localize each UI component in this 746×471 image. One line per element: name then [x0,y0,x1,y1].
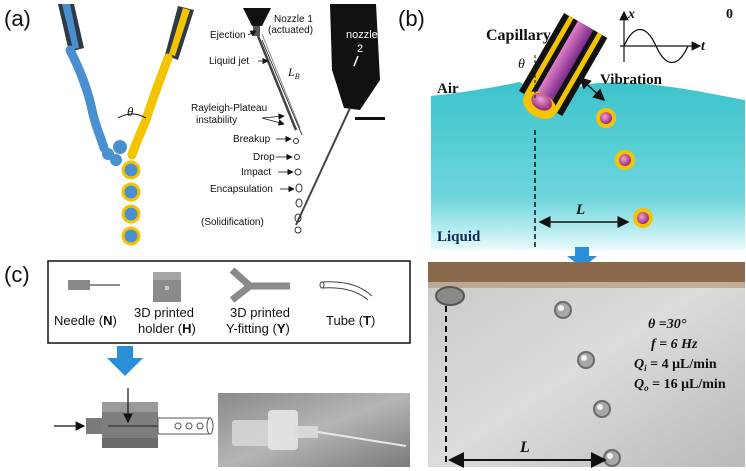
yellow-nozzle [127,6,194,160]
components-box [47,260,411,344]
panel-b-down-arrow [567,247,597,268]
parameters: θ =30° f = 6 Hz Qi = 4 μL/min Qo = 16 μL… [634,317,726,393]
panel-c: (c) Needle (N) 3D printed holder (H) 3D [4,260,411,467]
capillary [519,13,608,119]
encapsulated-drops [121,160,141,246]
annot-breakup: Breakup [233,134,271,145]
annotations: Ejection Liquid jet Rayleigh-Plateau ins… [191,30,295,228]
l-label-top: L [575,202,585,218]
tube-label: Tube (T) [326,313,375,328]
annot-encapsulation: Encapsulation [210,184,273,195]
nozzle-2-number: 2 [357,43,363,55]
panel-a-label: (a) [4,6,31,31]
scale-bar [355,117,385,120]
annot-solidification: (Solidification) [201,217,264,228]
capillary-label: Capillary [486,27,551,44]
panel-b: (b) 0 Air Liquid Capillary θ Vibration x [398,6,745,468]
encapsulated-particles [596,108,653,228]
param-f: f = 6 Hz [651,337,698,352]
annot-instability: instability [196,115,237,126]
axis-t-label: t [701,39,706,54]
annot-drop: Drop [253,152,275,163]
panel-a: (a) θ [4,4,385,246]
assembly-drawing [54,388,214,448]
param-qo: Qo = 16 μL/min [634,377,726,393]
param-theta: θ =30° [648,317,687,332]
microscope-photo [428,262,745,468]
theta-arc [117,113,147,119]
yfitting-label-2: Y-fitting (Y) [226,321,290,336]
panel-c-label: (c) [4,262,30,287]
liquid-bath [431,82,745,250]
needle-drawing [68,280,120,290]
nozzle-1-label: Nozzle 1 [274,14,313,25]
theta-label-b: θ [518,57,525,72]
y-fitting-drawing [229,267,290,303]
annot-liquid-jet: Liquid jet [209,56,249,67]
theta-label-a: θ [127,104,134,119]
holder-label-2: holder (H) [138,321,196,336]
vibration-arrow [578,76,606,102]
holder-label-1: 3D printed [134,305,194,320]
nozzle-2-arrow [348,55,360,78]
yfitting-label-1: 3D printed [230,305,290,320]
param-qi: Qi = 4 μL/min [634,357,717,373]
panel-b-corner: 0 [726,7,733,22]
assembly-photo [218,393,410,467]
holder-drawing [153,272,181,302]
blue-nozzle [58,4,127,166]
l-label-photo: L [519,439,530,456]
liquid-label: Liquid [437,229,481,245]
annot-rayleigh: Rayleigh-Plateau [191,103,267,114]
panel-c-down-arrow [107,346,143,376]
panel-b-label: (b) [398,6,425,31]
needle-label: Needle (N) [54,313,117,328]
axis-x-label: x [627,7,635,22]
lb-label: LB [287,65,300,81]
nozzle-2 [295,4,380,226]
vibration-label: Vibration [600,72,663,88]
nozzle-2-label: nozzle [346,29,378,41]
tube-drawing [319,281,373,301]
lb-line [261,39,303,136]
annot-impact: Impact [241,167,271,178]
air-label: Air [437,81,459,97]
annot-ejection: Ejection [210,30,246,41]
nozzle-1-sublabel: (actuated) [268,25,313,36]
jet-droplets [293,138,303,234]
sine-axes [619,10,702,64]
